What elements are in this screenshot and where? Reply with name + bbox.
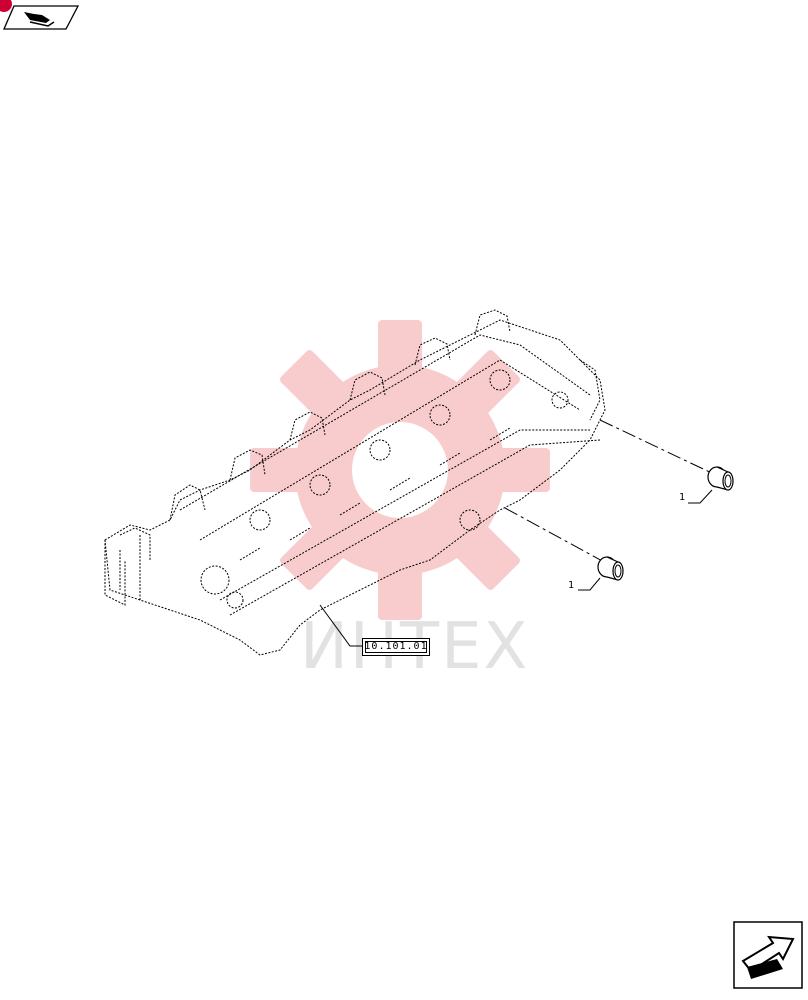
callout-label-lower: 1 <box>568 580 576 591</box>
next-page-arrow-icon[interactable] <box>733 921 803 989</box>
book-icon[interactable] <box>0 0 80 32</box>
reference-box[interactable]: 10.101.01 <box>362 638 430 656</box>
plug-part-upper <box>707 466 734 491</box>
plug-part-lower <box>597 556 624 581</box>
callout-label-upper: 1 <box>679 492 687 503</box>
